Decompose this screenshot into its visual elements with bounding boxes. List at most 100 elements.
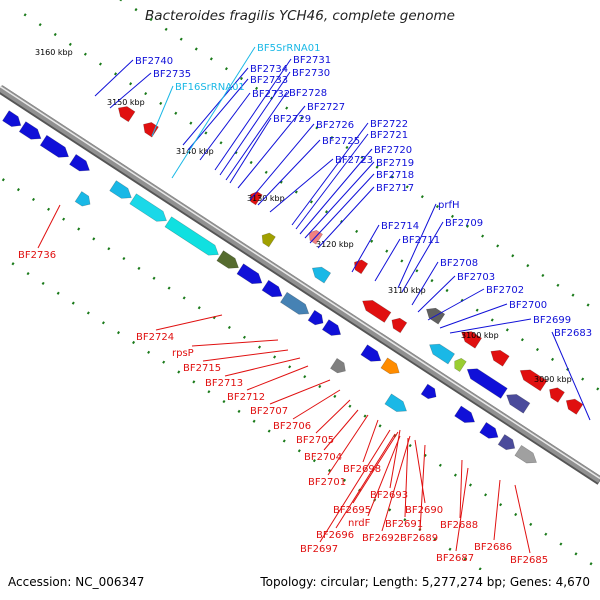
gene-label-BF2688: BF2688 [440, 520, 478, 531]
gene-arrow-38 [490, 349, 510, 367]
gene-arrow-41 [565, 398, 584, 415]
gene-label-BF2724: BF2724 [136, 332, 174, 343]
leader-line-fwd-13 [295, 133, 369, 230]
gene-label-BF2715: BF2715 [183, 363, 221, 374]
gene-label-BF2706: BF2706 [273, 421, 311, 432]
leader-line-fwd-28 [551, 331, 591, 421]
gene-label-BF2720: BF2720 [374, 145, 412, 156]
leader-line-fwd-0 [94, 59, 134, 97]
gene-label-BF2708: BF2708 [440, 258, 478, 269]
leader-line-fwd-9 [229, 117, 272, 184]
gene-arrow-13 [321, 319, 342, 336]
gene-label-BF2695: BF2695 [333, 505, 371, 516]
gene-arrow-15 [360, 344, 382, 362]
gene-arrow-0 [2, 110, 22, 127]
leader-line-fwd-22 [374, 238, 401, 282]
gene-label-BF2700: BF2700 [509, 300, 547, 311]
leader-line-fwd-2 [182, 67, 249, 146]
leader-line-fwd-11 [257, 139, 321, 206]
gene-label-BF2685: BF2685 [510, 555, 548, 566]
leader-line-rna-1 [151, 85, 174, 137]
leader-line-rev-22 [455, 467, 469, 552]
leader-line-fwd-8 [237, 105, 306, 189]
gene-label-BF2702: BF2702 [486, 285, 524, 296]
gene-label-BF2723: BF2723 [335, 155, 373, 166]
leader-line-fwd-17 [309, 173, 375, 244]
gene-arrow-34 [454, 357, 467, 373]
gene-label-BF2727: BF2727 [307, 102, 345, 113]
leader-line-rev-20 [459, 459, 463, 519]
leader-line-rna-0 [171, 46, 256, 179]
gene-label-BF2726: BF2726 [316, 120, 354, 131]
leader-line-rev-7 [292, 389, 341, 420]
gene-arrow-4 [74, 191, 91, 207]
leader-line-fwd-10 [249, 123, 315, 201]
gene-arrow-18 [420, 383, 437, 400]
gene-arrow-33 [429, 343, 455, 365]
leader-line-rev-3 [202, 349, 289, 362]
gene-label-BF2692: BF2692 [362, 533, 400, 544]
leader-line-rev-2 [191, 339, 279, 347]
leader-line-rev-4 [224, 357, 301, 377]
gene-arrow-26 [261, 232, 276, 248]
gene-arrow-1 [18, 121, 42, 140]
gene-label-BF2689: BF2689 [400, 533, 438, 544]
leader-line-fwd-20 [397, 203, 437, 289]
leader-line-rev-13 [352, 431, 399, 504]
gene-arrow-30 [362, 300, 392, 323]
tick-label-4: 3120 kbp [316, 240, 354, 249]
leader-line-rev-24 [514, 484, 531, 554]
gene-arrow-37 [461, 331, 483, 349]
backbone-highlight [0, 85, 600, 480]
gene-arrow-17 [384, 393, 407, 412]
gene-label-BF2730: BF2730 [292, 68, 330, 79]
tick-label-7: 3090 kbp [534, 375, 572, 384]
leader-line-fwd-18 [317, 186, 375, 249]
gene-arrow-32 [426, 307, 446, 325]
leader-line-rev-18 [381, 435, 411, 532]
leader-line-fwd-5 [214, 58, 292, 171]
dotted-track-3 [0, 253, 485, 570]
accession-text: Accession: NC_006347 [8, 575, 145, 589]
gene-label-BF2696: BF2696 [316, 530, 354, 541]
leader-line-rev-0 [37, 204, 61, 249]
gene-arrow-6 [129, 193, 167, 222]
gene-label-BF2704: BF2704 [304, 452, 342, 463]
gene-label-BF2705: BF2705 [296, 435, 334, 446]
leader-line-fwd-12 [291, 122, 369, 226]
gene-label-BF2734: BF2734 [250, 64, 288, 75]
leader-line-rev-19 [419, 444, 426, 532]
gene-arrow-39 [519, 369, 548, 392]
leader-line-fwd-24 [417, 275, 456, 313]
leader-line-rev-9 [323, 409, 359, 451]
gene-arrow-23 [117, 106, 136, 123]
gene-label-BF2732: BF2732 [252, 89, 290, 100]
gene-label-BF2698: BF2698 [343, 464, 381, 475]
leader-line-rev-14 [414, 439, 426, 504]
gene-label-BF2717: BF2717 [376, 183, 414, 194]
gene-label-BF2728: BF2728 [289, 88, 327, 99]
leader-line-fwd-19 [351, 224, 380, 273]
leader-line-rev-5 [246, 365, 309, 391]
leader-line-fwd-3 [187, 78, 249, 151]
gene-label-BF2712: BF2712 [227, 392, 265, 403]
gene-arrow-14 [330, 357, 346, 374]
gene-label-BF2693: BF2693 [370, 490, 408, 501]
gene-label-BF2691: BF2691 [385, 519, 423, 530]
tick-label-6: 3100 kbp [461, 331, 499, 340]
leader-line-fwd-23 [411, 261, 439, 306]
leader-line-fwd-27 [449, 318, 532, 334]
leader-line-rev-11 [327, 414, 369, 476]
leader-line-rev-17 [335, 433, 396, 529]
leader-line-rev-8 [315, 399, 351, 434]
gene-label-BF2703: BF2703 [457, 272, 495, 283]
gene-arrow-36 [506, 394, 531, 414]
leader-line-rev-1 [155, 314, 223, 331]
gene-arrow-8 [216, 250, 239, 269]
gene-arrow-28 [311, 266, 332, 284]
gene-label-rpsP: rpsP [172, 348, 194, 359]
gene-label-BF2719: BF2719 [376, 158, 414, 169]
leader-line-rev-10 [362, 419, 379, 463]
gene-arrow-21 [497, 434, 516, 451]
